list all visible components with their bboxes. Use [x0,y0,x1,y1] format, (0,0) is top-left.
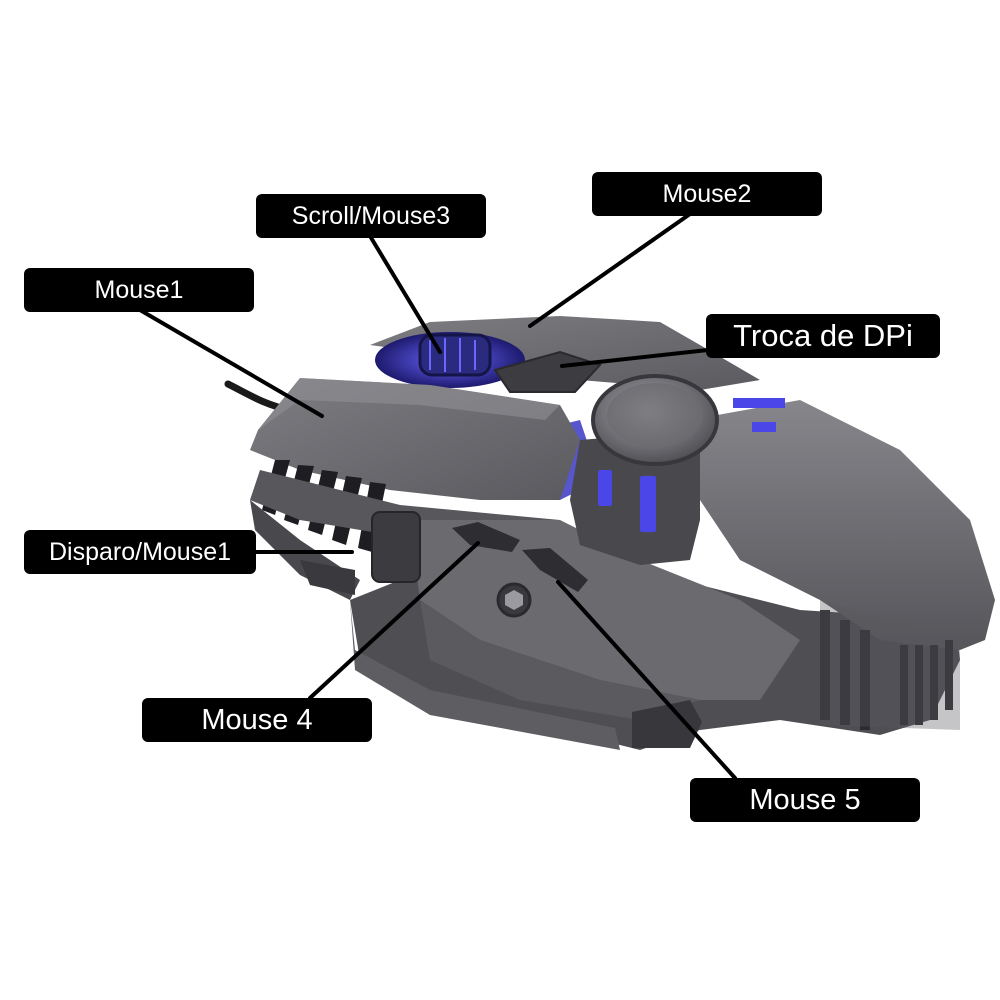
led-strip-left [598,470,612,506]
callout-mouse5: Mouse 5 [690,778,920,822]
callout-trigger-mouse1: Disparo/Mouse1 [24,530,256,574]
mouse-base-front [350,600,620,750]
trigger-button [371,511,421,583]
rear-vents [820,610,953,730]
mouse-right-body [690,400,995,650]
callout-mouse4: Mouse 4 [142,698,372,742]
rear-tab [632,700,702,748]
led-strip-right [640,476,656,532]
callout-mouse2: Mouse2 [592,172,822,216]
dpi-button [493,350,602,393]
mouse5-button [522,548,588,592]
callout-scroll-mouse3: Scroll/Mouse3 [256,194,486,238]
mouse4-button [452,522,520,552]
leader-lines [138,212,737,780]
callout-mouse1: Mouse1 [24,268,254,312]
callout-dpi-switch: Troca de DPi [706,314,940,358]
